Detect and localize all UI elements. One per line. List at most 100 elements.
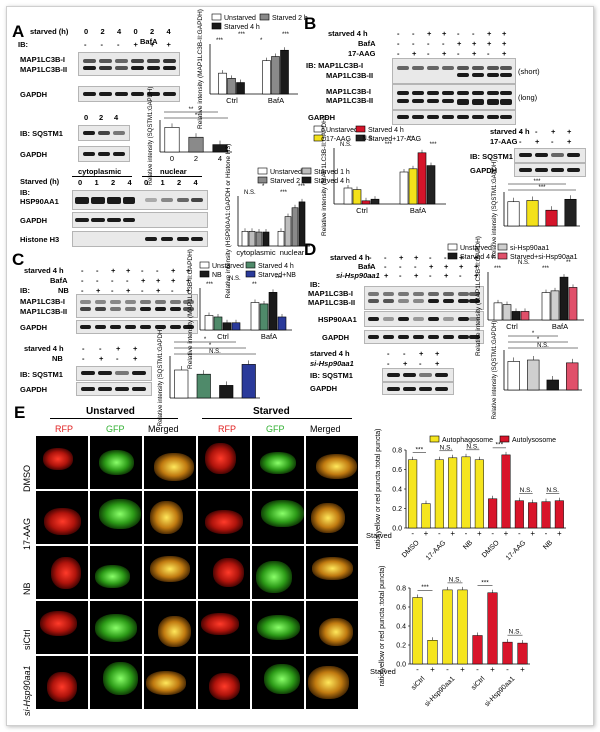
bar-bafa-0 xyxy=(250,302,260,331)
panel-a-fract-gapdh-label: GAPDH xyxy=(20,216,48,225)
panel-d-letter: D xyxy=(304,240,317,259)
y-tick-label: 0.6 xyxy=(392,467,402,474)
bar-2 xyxy=(442,589,453,665)
panel-a-hsp90-blot xyxy=(72,190,208,210)
significance-label: * xyxy=(260,38,263,44)
c-bafa-sign-6: + xyxy=(171,276,176,285)
panel-c-lc3-blot xyxy=(76,294,198,318)
panel-a-fract-ib: IB: xyxy=(20,188,30,197)
a-fract-val-1: 1 xyxy=(94,178,99,187)
b-aag-sign-7: + xyxy=(502,49,507,58)
legend-label-2: 17-AAG xyxy=(326,136,351,143)
micro-tile-r1-c0 xyxy=(36,491,88,544)
a-sq-val-2: 4 xyxy=(114,113,119,122)
bar-7 xyxy=(517,642,528,665)
bar-bafa-2 xyxy=(559,276,569,321)
significance-label: *** xyxy=(416,446,424,453)
c-starved-sign-5: - xyxy=(156,266,159,275)
cell-green xyxy=(99,498,141,529)
d-bafa-sign-3: - xyxy=(414,262,417,271)
b-starved-sign-7: + xyxy=(502,29,507,38)
x-category-label: 17-AAG xyxy=(505,539,528,562)
legend-swatch-1 xyxy=(301,167,312,175)
cell-red xyxy=(212,558,244,587)
cell-merge xyxy=(307,666,349,699)
c-nb-sign-4: - xyxy=(141,286,144,295)
y-axis-label: Relative intensity (MAP1LC3B-II:GAPDH) xyxy=(197,9,204,129)
panel-b-gapdh-label: GAPDH xyxy=(308,113,336,122)
starved-sign: + xyxy=(504,529,509,538)
micro-tile-r0-c2 xyxy=(144,436,196,489)
panel-d-lc3-blot xyxy=(364,286,484,310)
legend-swatch-2 xyxy=(313,134,324,142)
panel-c-sq-gapdh-blot xyxy=(76,382,152,396)
x-category-label: NB xyxy=(542,539,554,551)
panel-c-lc3-i: MAP1LC3B-I xyxy=(20,297,66,306)
bar-ctrl-0 xyxy=(493,302,503,321)
c-bafa-sign-1: - xyxy=(96,276,99,285)
bar-0 xyxy=(507,201,520,227)
bar-nuclear-3 xyxy=(298,201,306,247)
starved-sign: - xyxy=(416,665,419,674)
panel-c-letter: C xyxy=(12,250,25,269)
legend-swatch-3 xyxy=(355,134,366,142)
b-starved-sign-4: - xyxy=(457,29,460,38)
micro-tile-r0-c4 xyxy=(252,436,304,489)
c-sq-starved-sign-1: - xyxy=(99,344,102,353)
legend-swatch-0 xyxy=(447,243,458,251)
a-fract-val-4: 0 xyxy=(144,178,149,187)
cell-merge xyxy=(315,454,357,479)
legend-swatch-3 xyxy=(301,176,312,184)
panel-b-sq-ib: IB: SQSTM1 xyxy=(470,152,513,161)
legend-label-2: Starved 4 h xyxy=(224,24,260,31)
bar-bafa-3 xyxy=(568,287,578,321)
panel-a-sq-ib: IB: SQSTM1 xyxy=(20,129,63,138)
panel-c-ib-label: IB: xyxy=(20,286,30,295)
panel-d-sq-ib: IB: SQSTM1 xyxy=(310,371,353,380)
b-sq-aag-sign-1: + xyxy=(535,137,540,146)
panel-a-letter: A xyxy=(12,22,25,41)
b-bafa-sign-0: - xyxy=(397,39,400,48)
legend-swatch-2 xyxy=(211,22,222,30)
c-starved-sign-1: - xyxy=(96,266,99,275)
bar-nuclear-0 xyxy=(277,230,285,247)
b-aag-sign-4: - xyxy=(457,49,460,58)
panel-e-starved-underline xyxy=(202,418,352,419)
c-nb-sign-6: - xyxy=(171,286,174,295)
b-bafa-sign-6: + xyxy=(487,39,492,48)
d-bafa-sign-2: - xyxy=(399,262,402,271)
bar-1 xyxy=(196,373,211,399)
d-bafa-sign-6: + xyxy=(459,262,464,271)
bar-cytoplasmic-3 xyxy=(262,231,270,247)
micro-tile-r4-c2 xyxy=(144,656,196,709)
panel-b-starved-label: starved 4 h xyxy=(328,29,368,38)
x-category-label: DMSO xyxy=(401,539,421,559)
legend-label-0: Autophagosome xyxy=(442,437,493,444)
a-starved-val-3: 0 xyxy=(133,27,138,36)
panel-d-hsp90-label: HSP90AA1 xyxy=(318,315,357,324)
bar-0 xyxy=(408,459,418,529)
cell-red xyxy=(43,508,81,535)
a-fract-val-7: 4 xyxy=(193,178,198,187)
panel-d-bafa-label: BafA xyxy=(358,262,376,271)
c-bafa-sign-3: - xyxy=(126,276,129,285)
micro-tile-r1-c2 xyxy=(144,491,196,544)
legend-swatch-3 xyxy=(497,252,508,260)
starved-sign: + xyxy=(530,529,535,538)
panel-a-fract-starved: Starved (h) xyxy=(20,177,60,186)
legend-label-3: Starved+17-AAG xyxy=(368,136,421,143)
starved-sign: + xyxy=(460,665,465,674)
bar-1 xyxy=(526,200,539,227)
panel-e-gfp-header-1: GFP xyxy=(106,424,125,434)
significance-label: *** xyxy=(421,584,429,591)
panel-d-sq-gapdh-label: GAPDH xyxy=(310,384,338,393)
panel-c-sq-nb: NB xyxy=(52,354,63,363)
legend-label-0: Unstarved xyxy=(270,169,302,176)
c-starved-sign-7: + xyxy=(186,266,191,275)
y-tick-label: 0.4 xyxy=(396,624,406,631)
c-bafa-sign-0: - xyxy=(81,276,84,285)
panel-b-sqstm1-blot xyxy=(514,148,586,163)
panel-b-lc3-ii: MAP1LC3B-II xyxy=(326,71,374,80)
panel-a-nuc-underline xyxy=(142,176,202,177)
